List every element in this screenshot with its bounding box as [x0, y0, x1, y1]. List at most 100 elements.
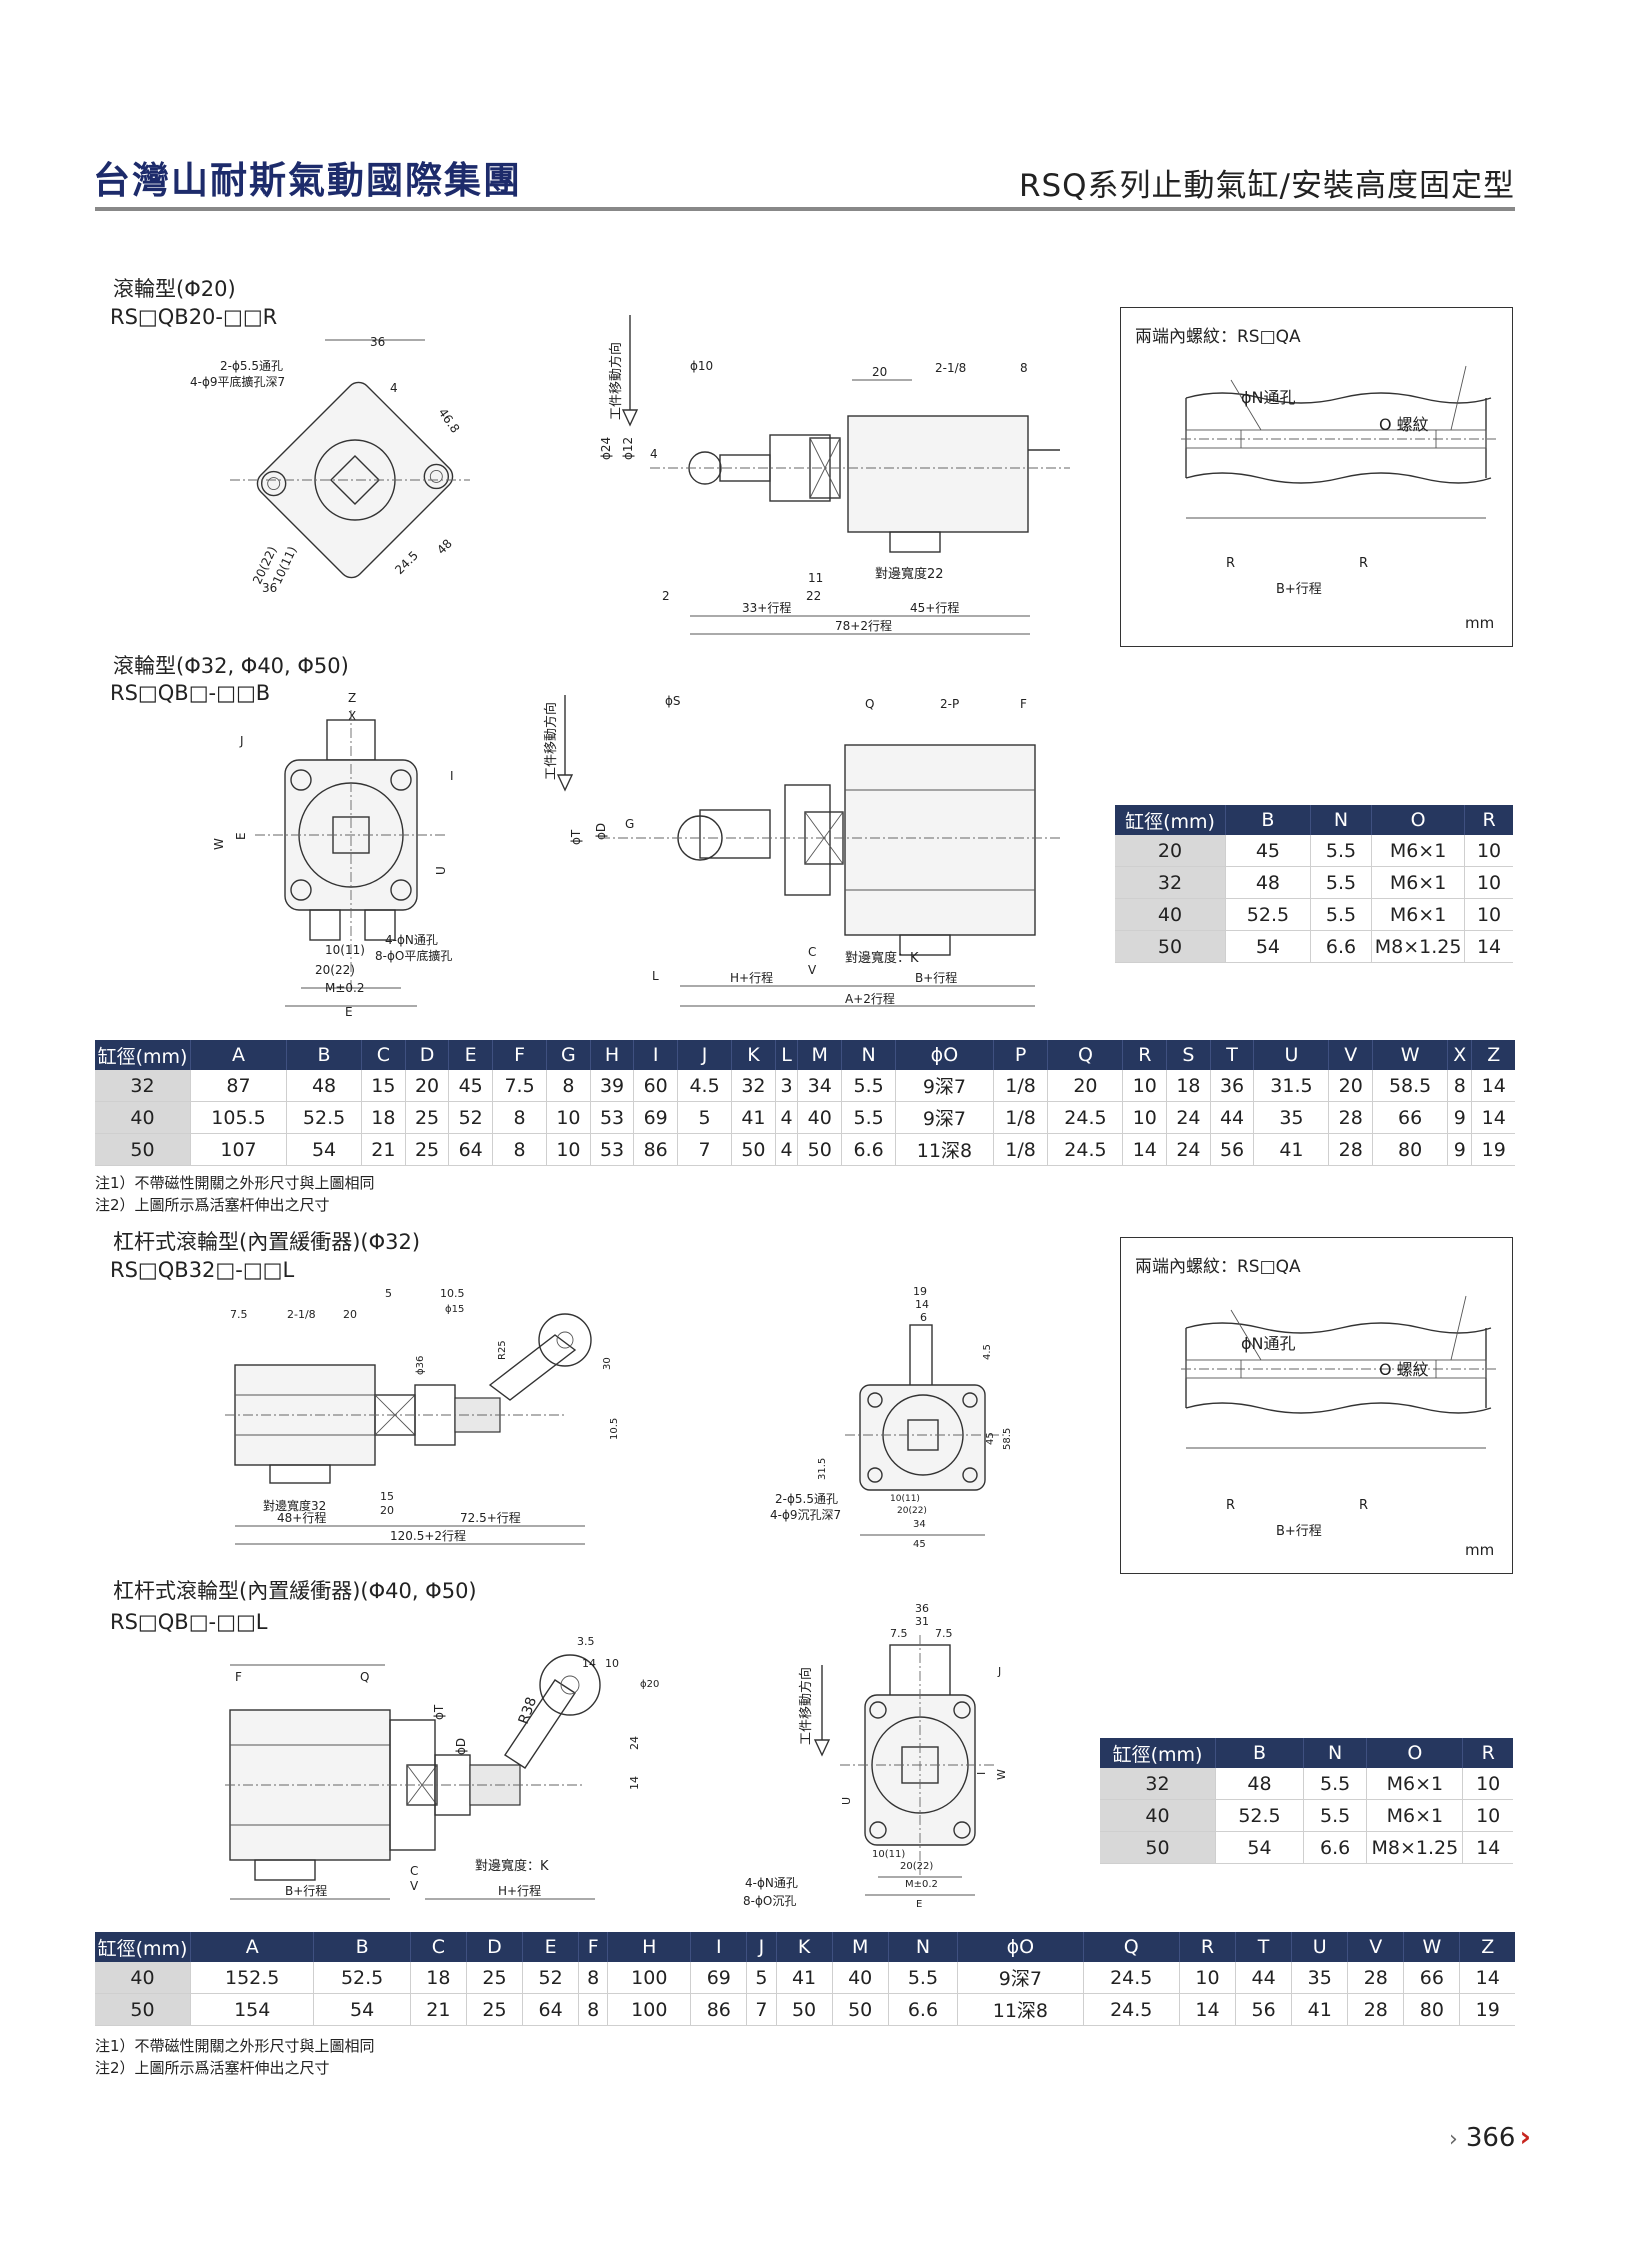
dim-10-4: 10: [605, 1657, 619, 1670]
cell: 69: [633, 1101, 679, 1134]
page-number-text: 366: [1465, 2123, 1516, 2153]
cell: 5: [677, 1101, 733, 1134]
dim-20b: 20: [380, 1504, 394, 1517]
cell: 10: [1464, 866, 1513, 899]
dim-14b-4: 14: [628, 1776, 641, 1790]
dim-36-4: 36: [915, 1602, 929, 1615]
thread-box-1-r1: R: [1226, 556, 1236, 571]
section3-caption: 杠杆式滾輪型(內置緩衝器)(Φ32): [113, 1230, 421, 1254]
cell: 5.5: [1310, 898, 1373, 931]
header-cell: T: [1235, 1932, 1293, 1962]
header-cell: L: [775, 1040, 799, 1070]
dim-46-8: 46.8: [436, 406, 463, 436]
cell: 52.5: [286, 1101, 363, 1134]
cell: 20: [1047, 1070, 1124, 1102]
cell: 24.5: [1083, 1962, 1180, 1994]
cell: 64: [522, 1993, 580, 2026]
section1-code: RS□QB20-□□R: [110, 305, 278, 329]
dim-e2: E: [345, 1005, 353, 1019]
cell: 6.6: [841, 1133, 897, 1166]
header-cell: H: [590, 1040, 635, 1070]
label-o-hole: 8-ϕO平底擴孔: [375, 948, 452, 963]
header-cell: S: [1166, 1040, 1211, 1070]
dim-f-4: F: [235, 1670, 242, 1684]
across-flats: 對邊寬度22: [875, 566, 944, 582]
cell: 50: [832, 1993, 889, 2026]
cell: 9: [1447, 1133, 1473, 1166]
header-cell: U: [1291, 1932, 1349, 1962]
header-cell: N: [841, 1040, 897, 1070]
cell: 3: [775, 1070, 799, 1102]
dim-phi36: ϕ36: [415, 1356, 426, 1375]
section2-code: RS□QB□-□□B: [110, 681, 271, 705]
section3-code: RS□QB32□-□□L: [110, 1258, 295, 1282]
cell: 50: [1100, 1831, 1216, 1864]
header-cell: I: [690, 1932, 748, 1962]
dim-phi12: ϕ12: [621, 437, 635, 460]
cell: 8: [578, 1993, 609, 2026]
cell: 100: [607, 1962, 692, 1994]
header-cell: V: [1328, 1040, 1374, 1070]
header-b: B: [1225, 805, 1311, 835]
note-2: 注2）上圖所示爲活塞杆伸出之尺寸: [95, 1196, 330, 1214]
cell: M6×1: [1366, 1768, 1464, 1800]
dim-7-5: 7.5: [230, 1308, 248, 1321]
dim-22: 22: [806, 589, 821, 603]
len-48: 48+行程: [277, 1510, 326, 1525]
thread-box-2-stroke: B+行程: [1276, 1524, 1322, 1539]
cell: 60: [633, 1070, 679, 1102]
cell: 40: [1100, 1799, 1216, 1832]
dim-48: 48: [434, 536, 455, 557]
header-cell: J: [677, 1040, 733, 1070]
header-cell: E: [448, 1040, 493, 1070]
cell: 10: [546, 1133, 591, 1166]
dim-10-11-4: 10(11): [872, 1849, 905, 1860]
cell: 25: [466, 1962, 524, 1994]
dim-u: U: [434, 866, 448, 875]
cell: 66: [1403, 1962, 1461, 1994]
dim-10-5: 10.5: [440, 1287, 465, 1300]
cell: 24: [1166, 1133, 1211, 1166]
section1-caption: 滾輪型(Φ20): [113, 277, 236, 301]
dim-phi10: ϕ10: [690, 359, 713, 373]
header-cell: Z: [1471, 1040, 1515, 1070]
across-flats-k: 對邊寬度：K: [845, 950, 919, 966]
cell: 5.5: [1310, 835, 1373, 867]
port-size-3: 2-1/8: [287, 1308, 316, 1321]
dim-4: 4: [390, 381, 398, 395]
dim-i: I: [450, 769, 454, 783]
cell: 10: [1122, 1101, 1168, 1134]
cell: 54: [313, 1993, 411, 2026]
thread-box-2-drawing: [1181, 1295, 1496, 1449]
dim-phi24: ϕ24: [599, 437, 613, 460]
section2-caption: 滾輪型(Φ32, Φ40, Φ50): [113, 654, 349, 678]
dim-j: J: [239, 734, 244, 748]
dim-30: 30: [602, 1357, 613, 1370]
thread-box-2-unit: mm: [1465, 1541, 1495, 1559]
cell: 8: [578, 1962, 609, 1994]
header-cell: E: [522, 1932, 580, 1962]
cell: 44: [1210, 1101, 1255, 1134]
cell: 9: [1447, 1101, 1473, 1134]
header-cell: R: [1122, 1040, 1168, 1070]
header-cell: U: [1253, 1040, 1330, 1070]
across-flats-32: 對邊寬度32: [263, 1498, 326, 1513]
header-cell: P: [993, 1040, 1049, 1070]
header-n: N: [1310, 805, 1373, 835]
header-bore: 缸徑(mm): [95, 1932, 191, 1962]
header-cell: K: [731, 1040, 776, 1070]
dim-g: G: [625, 817, 634, 831]
cell: 24: [1166, 1101, 1211, 1134]
section3-side-view: 7.5 2-1/8 20 5 10.5 ϕ15 R25 ϕ36 30 10.5 …: [225, 1287, 620, 1545]
cell: 21: [410, 1993, 467, 2026]
cell: 10: [546, 1101, 591, 1134]
header-o-2: O: [1366, 1738, 1464, 1768]
section4-code: RS□QB□-□□L: [110, 1610, 268, 1634]
cell: 50: [95, 1993, 191, 2026]
cell: 54: [1215, 1831, 1304, 1864]
